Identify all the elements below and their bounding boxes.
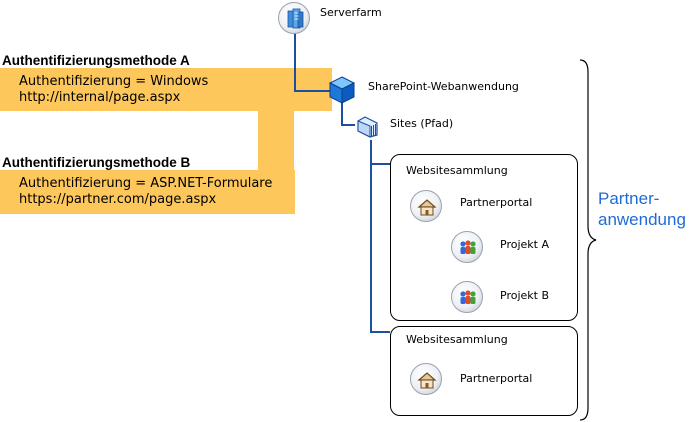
site-collection-2-title: Websitesammlung (406, 333, 508, 346)
partner-portal-label: Partnerportal (460, 372, 533, 385)
home-icon (410, 363, 442, 395)
partner-app-label: Partner- anwendung (598, 188, 686, 230)
home-icon (410, 190, 442, 222)
partner-app-label-line2: anwendung (598, 210, 686, 229)
site-collection-1-title: Websitesammlung (406, 164, 508, 177)
auth-method-b-url: https://partner.com/page.aspx (19, 192, 217, 207)
server-farm-label: Serverfarm (320, 6, 382, 19)
partner-app-label-line1: Partner- (598, 189, 660, 208)
team-site-icon (451, 281, 483, 313)
auth-method-a-setting: Authentifizierung = Windows (19, 74, 209, 89)
webapp-label: SharePoint-Webanwendung (368, 80, 519, 93)
auth-method-b-title: Authentifizierungsmethode B (2, 155, 191, 170)
server-farm-icon (278, 2, 310, 34)
cube-icon (328, 76, 356, 104)
auth-method-a-title: Authentifizierungsmethode A (2, 53, 190, 68)
auth-method-a-url: http://internal/page.aspx (19, 90, 181, 105)
partner-portal-label: Partnerportal (460, 196, 533, 209)
partner-app-brace (579, 59, 597, 421)
team-site-icon (451, 231, 483, 263)
folder-icon (357, 116, 378, 138)
auth-method-b-setting: Authentifizierung = ASP.NET-Formulare (19, 176, 273, 191)
site-collection-1 (390, 154, 578, 321)
sites-label: Sites (Pfad) (390, 117, 454, 130)
project-a-label: Projekt A (500, 238, 549, 251)
project-b-label: Projekt B (500, 289, 550, 302)
